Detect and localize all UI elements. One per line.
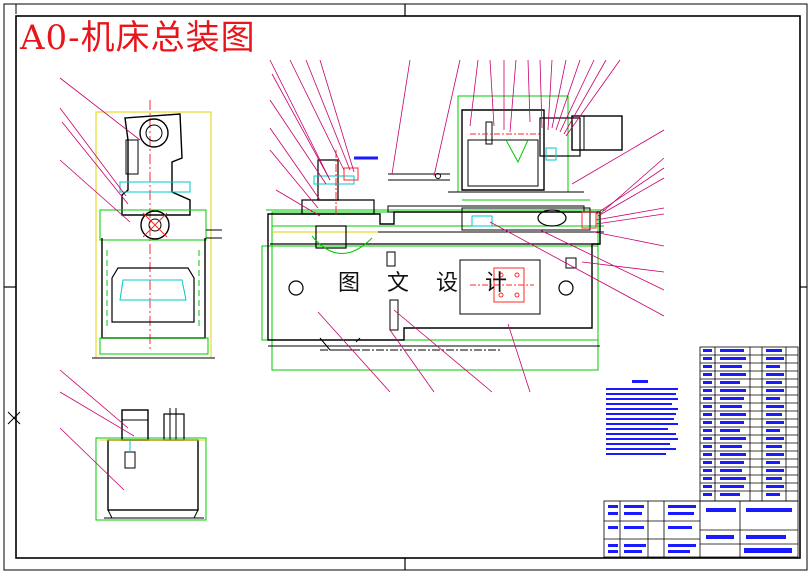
parts-list-text: [608, 349, 792, 553]
hydraulic-unit-leaders: [59, 369, 135, 491]
spindle-head: [448, 95, 623, 201]
watermark-text: 图 文 设 计: [338, 271, 517, 296]
sheet-frame: [3, 3, 808, 571]
parts-list-table: [603, 346, 799, 558]
side-view: [92, 100, 222, 359]
technical-notes-block: [606, 380, 678, 455]
drawing-title: A0-机床总装图: [20, 18, 256, 58]
side-view-leaders: [59, 77, 141, 223]
front-view-leaders: [269, 59, 665, 393]
front-view: [261, 150, 606, 371]
hydraulic-unit-view: [95, 408, 207, 521]
